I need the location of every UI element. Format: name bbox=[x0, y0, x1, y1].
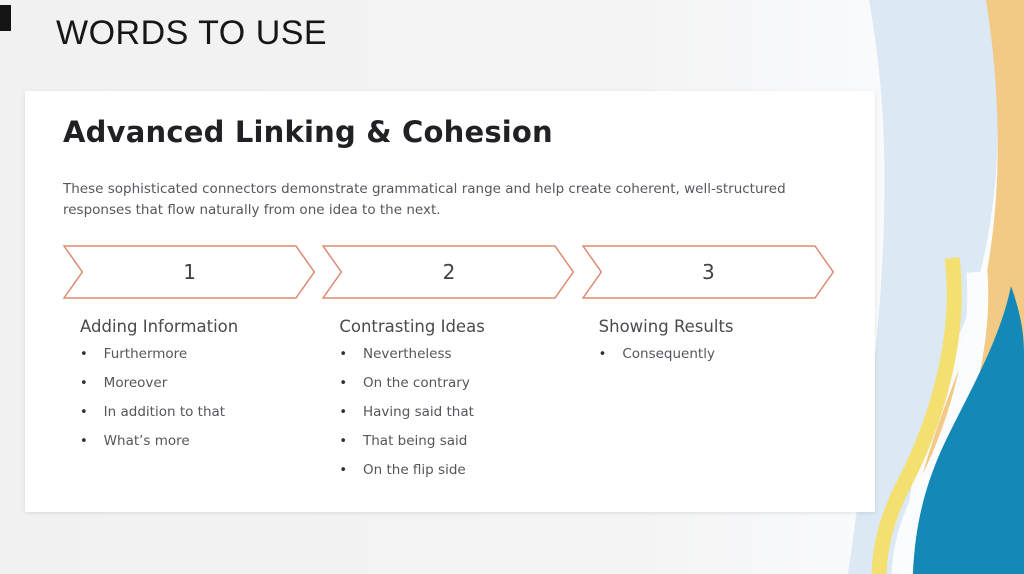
chevron-shape-icon bbox=[581, 245, 834, 299]
list-item: On the flip side bbox=[339, 462, 575, 478]
list-item: In addition to that bbox=[80, 404, 316, 420]
step-column-adding-information: 1 Adding Information FurthermoreMoreover… bbox=[63, 245, 316, 491]
card-heading: Advanced Linking & Cohesion bbox=[63, 115, 553, 149]
list-item: Consequently bbox=[599, 346, 835, 362]
list-item: Having said that bbox=[339, 404, 575, 420]
chevron-banner: 1 bbox=[63, 245, 316, 299]
list-item: What’s more bbox=[80, 433, 316, 449]
step-body: Showing Results Consequently bbox=[582, 317, 835, 362]
chevron-shape-icon bbox=[322, 245, 575, 299]
step-label: Adding Information bbox=[80, 317, 239, 336]
list-item: Nevertheless bbox=[339, 346, 575, 362]
step-label: Showing Results bbox=[598, 317, 734, 336]
list-item: That being said bbox=[339, 433, 575, 449]
list-item: On the contrary bbox=[339, 375, 575, 391]
step-number: 3 bbox=[701, 260, 715, 284]
step-items: FurthermoreMoreover In addition to thatWh… bbox=[80, 346, 316, 449]
white-stripe bbox=[891, 271, 989, 574]
step-column-contrasting-ideas: 2 Contrasting Ideas Nevertheless On the c… bbox=[322, 245, 575, 491]
steps-grid: 1 Adding Information FurthermoreMoreover… bbox=[63, 245, 835, 491]
step-body: Contrasting Ideas Nevertheless On the con… bbox=[322, 317, 575, 478]
step-label: Contrasting Ideas bbox=[339, 317, 485, 336]
list-item: Furthermore bbox=[80, 346, 316, 362]
step-column-showing-results: 3 Showing Results Consequently bbox=[581, 245, 835, 491]
chevron-banner: 2 bbox=[322, 245, 575, 299]
teal-blob bbox=[913, 286, 1024, 574]
step-number: 2 bbox=[442, 260, 456, 284]
list-item: Moreover bbox=[80, 375, 316, 391]
content-card: Advanced Linking & Cohesion These sophis… bbox=[25, 91, 875, 512]
yellow-stripe bbox=[871, 257, 962, 574]
slide-title: WORDS TO USE bbox=[56, 14, 328, 52]
card-description: These sophisticated connectors demonstra… bbox=[63, 181, 786, 218]
chevron-shape-icon bbox=[63, 245, 316, 299]
step-body: Adding Information FurthermoreMoreoverIn… bbox=[63, 317, 316, 449]
step-items: Consequently bbox=[599, 346, 835, 362]
step-items: Nevertheless On the contraryHaving said t… bbox=[339, 346, 575, 478]
step-number: 1 bbox=[183, 260, 197, 284]
orange-wave bbox=[906, 0, 1024, 574]
corner-mark bbox=[0, 5, 11, 31]
chevron-banner: 3 bbox=[581, 245, 835, 299]
